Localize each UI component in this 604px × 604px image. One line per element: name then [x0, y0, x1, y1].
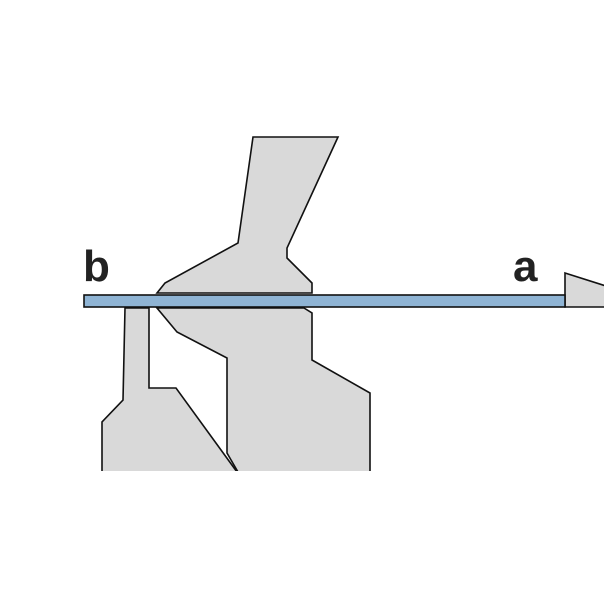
- upper-punch: [155, 136, 340, 294]
- label-b: b: [83, 242, 110, 291]
- back-gauge: [564, 271, 604, 308]
- sheet-metal: [83, 294, 566, 308]
- label-a: a: [513, 242, 538, 291]
- bottom-mask: [100, 471, 380, 481]
